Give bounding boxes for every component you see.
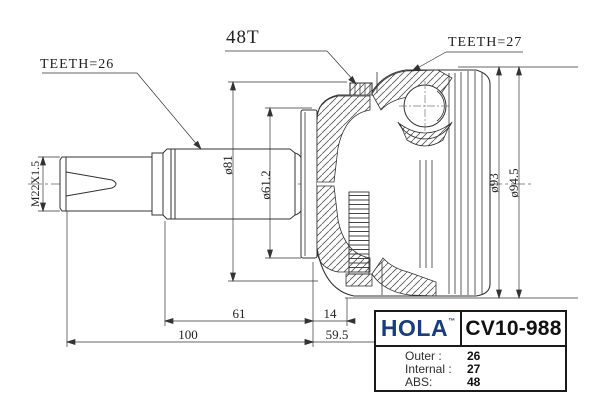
spec-row-internal: Internal : 27 <box>405 363 565 376</box>
spline-shaft <box>162 148 303 220</box>
dim-dia-94-5: ø94.5 <box>506 168 521 197</box>
part-number: CV10-988 <box>465 316 562 340</box>
dim-dia-61-2: ø61.2 <box>258 170 273 199</box>
dim-61: 61 <box>233 306 246 321</box>
part-number-cell: CV10-988 <box>462 312 565 345</box>
dimension-lines <box>38 50 578 347</box>
spec-value: 48 <box>467 375 481 389</box>
spec-value: 27 <box>467 362 481 376</box>
dim-dia-81: ø81 <box>220 155 235 175</box>
dim-14: 14 <box>324 306 338 321</box>
callout-abs-ring: 48T <box>226 27 260 48</box>
bearing-ball <box>397 81 453 140</box>
dim-thread: M22X1.5 <box>28 161 42 207</box>
callout-teeth-left: TEETH=26 <box>40 57 114 72</box>
trademark-mark: ™ <box>448 318 456 325</box>
spec-row-outer: Outer : 26 <box>405 350 565 363</box>
spec-list: Outer : 26 Internal : 27 ABS: 48 <box>376 347 565 389</box>
spec-label: Outer : <box>405 349 442 363</box>
spec-row-abs: ABS: 48 <box>405 376 565 389</box>
spec-label: Internal : <box>405 362 452 376</box>
spec-value: 26 <box>467 349 481 363</box>
spec-label: ABS: <box>405 375 433 389</box>
brand-logo: HOLA <box>380 315 449 341</box>
dim-59-5: 59.5 <box>326 327 349 342</box>
abs-ring-ticks <box>354 83 371 95</box>
callout-teeth-right: TEETH=27 <box>448 35 522 50</box>
inner-race-foot <box>345 273 373 287</box>
section-hatching <box>316 69 453 297</box>
dim-dia-93: ø93 <box>486 173 501 193</box>
boot-seat-flange <box>300 109 318 259</box>
dim-100: 100 <box>178 327 198 342</box>
inner-race-spline <box>348 191 370 275</box>
outer-race-rings <box>376 71 483 295</box>
stub-shaft <box>59 152 165 216</box>
